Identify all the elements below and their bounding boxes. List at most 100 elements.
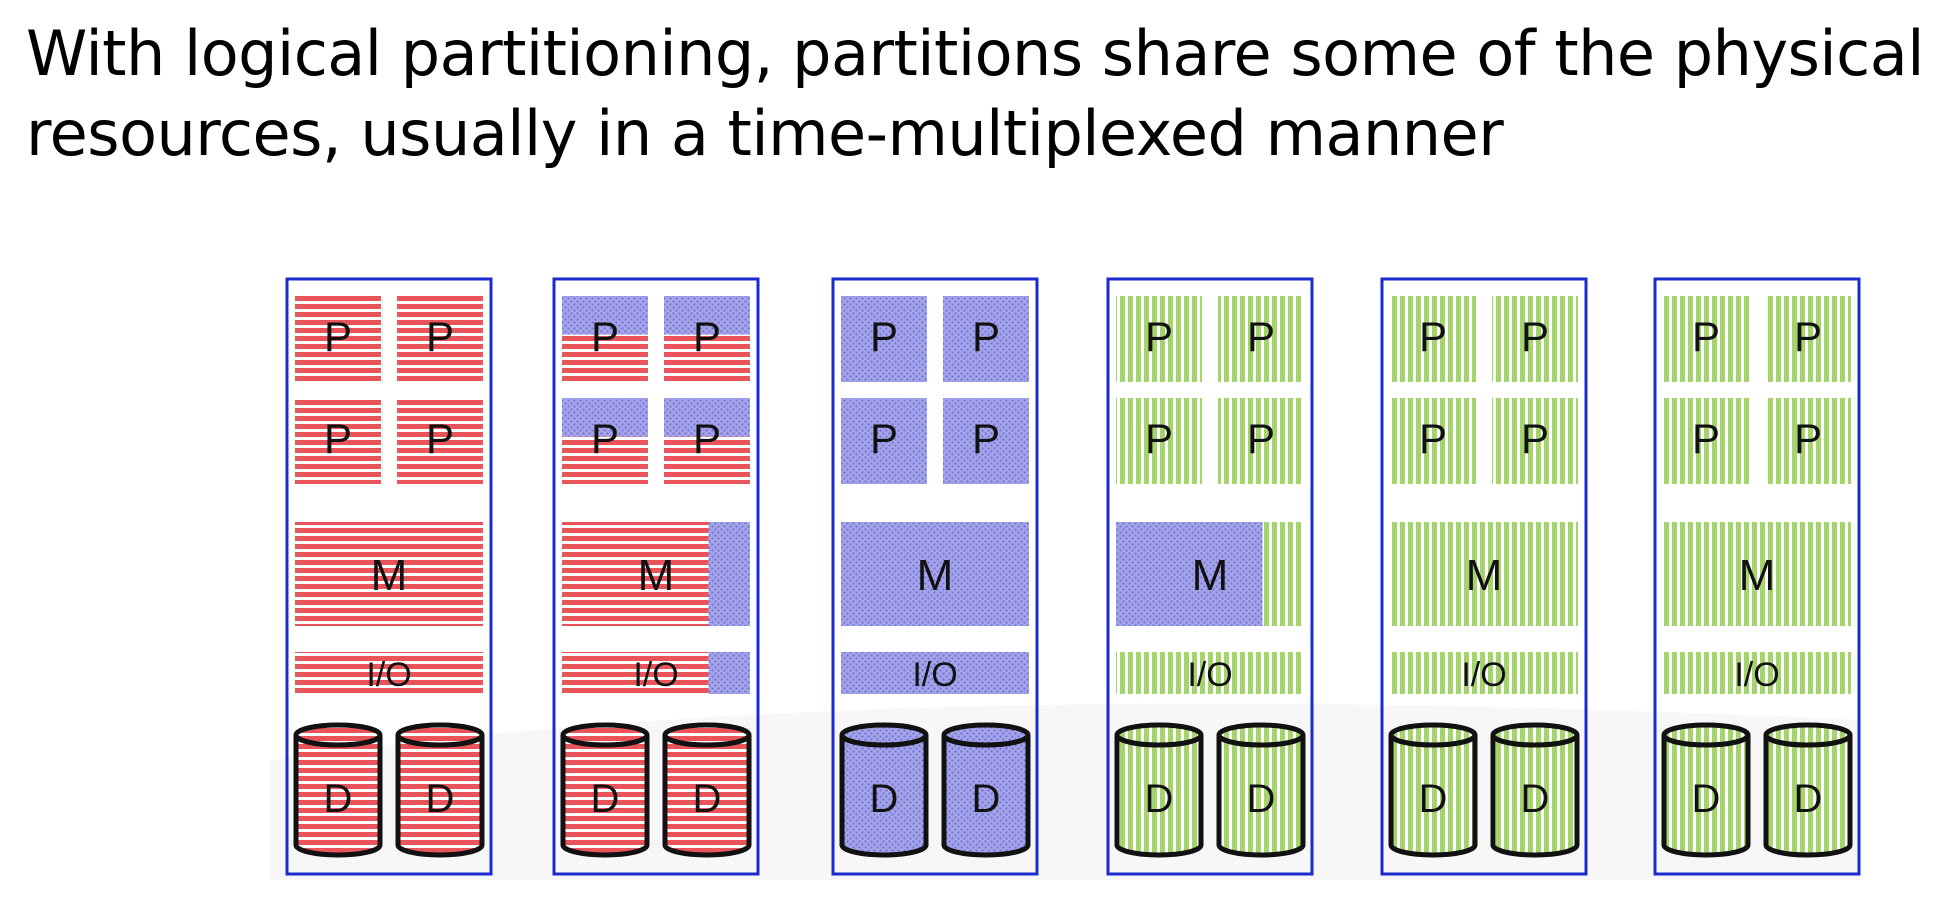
processor-label: P — [324, 313, 352, 360]
processor-label: P — [1419, 313, 1447, 360]
rack-frame — [285, 277, 493, 876]
processor-block — [295, 398, 381, 484]
disk-cylinder — [293, 722, 383, 858]
processor-label: P — [870, 313, 898, 360]
disk-cylinder — [1388, 722, 1478, 858]
memory-block — [562, 522, 750, 626]
background-wave — [270, 703, 1860, 880]
processor-block — [1390, 296, 1476, 382]
disk-label: D — [1794, 777, 1823, 821]
title-line-2: resources, usually in a time-multiplexed… — [26, 97, 1504, 170]
processor-label: P — [870, 415, 898, 462]
disk-cylinder — [839, 722, 929, 858]
processor-label: P — [1145, 313, 1173, 360]
memory-block — [1116, 522, 1304, 626]
memory-label: M — [1466, 551, 1503, 600]
memory-block — [1663, 522, 1851, 626]
disk-label: D — [1692, 777, 1721, 821]
disk-label: D — [972, 777, 1001, 821]
processor-block — [1492, 398, 1578, 484]
memory-label: M — [371, 551, 408, 600]
disk-cylinder — [395, 722, 485, 858]
disk-cylinder — [941, 722, 1031, 858]
processor-block — [397, 398, 483, 484]
processor-label: P — [1247, 415, 1275, 462]
memory-block — [841, 522, 1029, 626]
processor-label: P — [426, 313, 454, 360]
processor-label: P — [693, 313, 721, 360]
processor-block — [943, 398, 1029, 484]
memory-label: M — [638, 551, 675, 600]
io-label: I/O — [1461, 656, 1506, 694]
processor-block — [841, 296, 927, 382]
processor-block — [1218, 398, 1304, 484]
disk-label: D — [426, 777, 455, 821]
disk-label: D — [1145, 777, 1174, 821]
processor-label: P — [324, 415, 352, 462]
disk-label: D — [1521, 777, 1550, 821]
rack-frame — [1380, 277, 1588, 876]
rack-frame — [1653, 277, 1861, 876]
io-block — [1116, 652, 1304, 694]
processor-block — [664, 398, 750, 484]
slide-title: With logical partitioning, partitions sh… — [26, 14, 1946, 174]
processor-label: P — [1692, 313, 1720, 360]
io-block — [1663, 652, 1851, 694]
processor-label: P — [1692, 415, 1720, 462]
processor-block — [1765, 296, 1851, 382]
title-line-1: With logical partitioning, partitions sh… — [26, 17, 1924, 90]
processor-block — [1390, 398, 1476, 484]
io-label: I/O — [1187, 656, 1232, 694]
memory-label: M — [1192, 551, 1229, 600]
disk-cylinder — [1763, 722, 1853, 858]
processor-block — [943, 296, 1029, 382]
disk-label: D — [591, 777, 620, 821]
disk-cylinder — [560, 722, 650, 858]
disk-cylinder — [1661, 722, 1751, 858]
disk-cylinder — [1490, 722, 1580, 858]
processor-block — [397, 296, 483, 382]
io-block — [841, 652, 1029, 694]
rack-frame — [831, 277, 1039, 876]
memory-block — [1390, 522, 1578, 626]
io-label: I/O — [366, 656, 411, 694]
processor-label: P — [426, 415, 454, 462]
processor-label: P — [693, 415, 721, 462]
disk-label: D — [870, 777, 899, 821]
disk-cylinder — [1216, 722, 1306, 858]
memory-label: M — [917, 551, 954, 600]
processor-block — [1116, 296, 1202, 382]
processor-label: P — [1521, 415, 1549, 462]
processor-label: P — [1247, 313, 1275, 360]
rack-frame — [552, 277, 760, 876]
processor-label: P — [1794, 313, 1822, 360]
disk-cylinder — [1114, 722, 1204, 858]
io-block — [295, 652, 483, 694]
disk-cylinder — [662, 722, 752, 858]
processor-label: P — [591, 415, 619, 462]
processor-block — [664, 296, 750, 382]
processor-block — [562, 296, 648, 382]
processor-block — [1218, 296, 1304, 382]
processor-label: P — [1419, 415, 1447, 462]
memory-label: M — [1739, 551, 1776, 600]
processor-label: P — [972, 313, 1000, 360]
processor-label: P — [1794, 415, 1822, 462]
processor-block — [562, 398, 648, 484]
processor-block — [1492, 296, 1578, 382]
disk-label: D — [693, 777, 722, 821]
processor-block — [1765, 398, 1851, 484]
processor-block — [1116, 398, 1202, 484]
processor-label: P — [591, 313, 619, 360]
io-block — [562, 652, 750, 694]
disk-label: D — [1419, 777, 1448, 821]
processor-label: P — [1145, 415, 1173, 462]
